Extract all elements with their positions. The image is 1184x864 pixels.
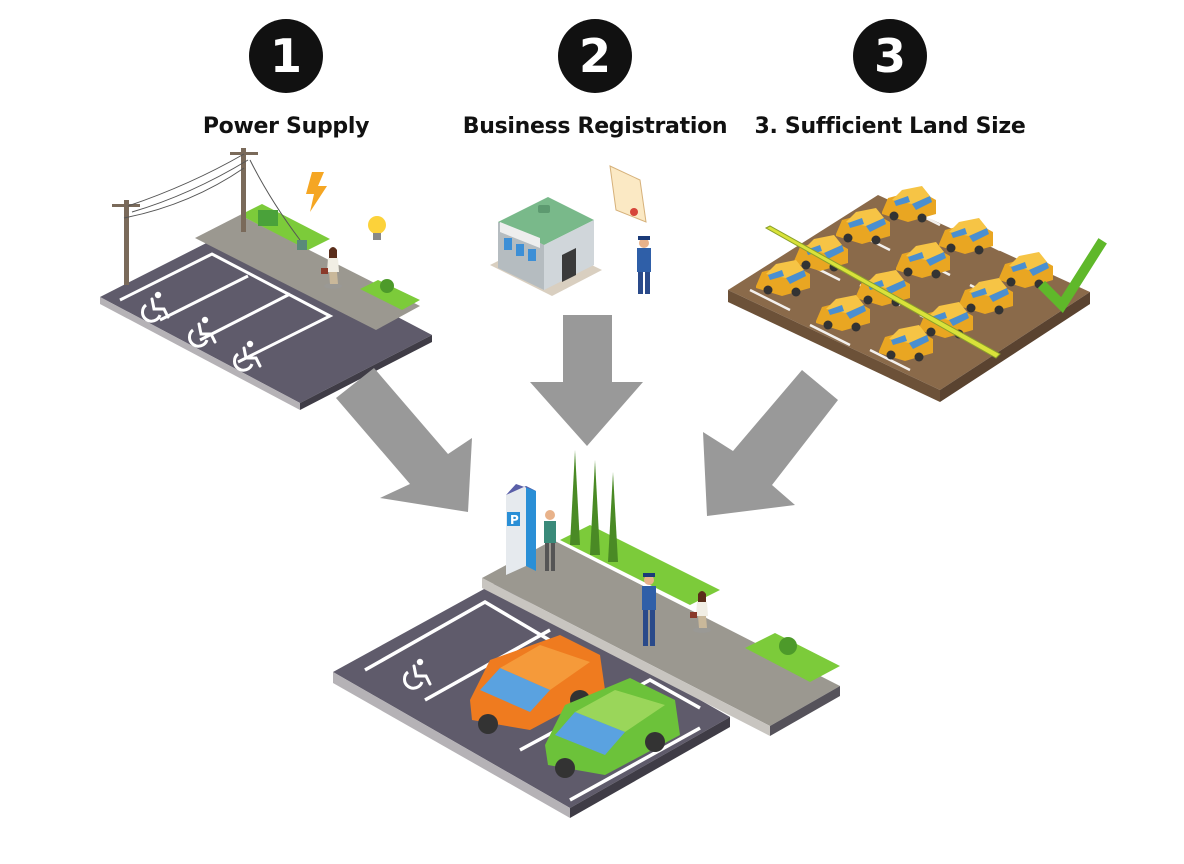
land-size-illustration [728,186,1107,402]
sidewalk [482,540,840,726]
step-number-badge: 2 [558,19,632,93]
parking-lot-illustration: P [333,450,840,818]
grass-strip [560,525,720,605]
light-bulb-icon [368,216,386,234]
parking-officer-icon [642,573,656,646]
step-power-supply: 1 Power Supply [186,19,386,139]
checkmark-icon [1037,238,1107,313]
bush-icon [380,279,394,293]
handicap-parking-asphalt [100,230,432,403]
flow-arrows [336,315,838,516]
step-number-badge: 1 [249,19,323,93]
officer-icon [639,238,649,248]
utility-pole-icon [241,148,246,232]
sidewalk [195,215,420,330]
step-title: Business Registration [462,114,728,139]
business-registration-illustration [490,165,651,296]
grass-strip [360,280,420,310]
step-business-registration: 2 Business Registration [455,19,735,139]
arrow-from-business-registration [530,315,643,446]
power-lines [123,153,249,219]
transformer-box-icon [258,210,278,226]
step-title: Power Supply [202,114,370,139]
man-at-meter-icon [544,510,556,571]
lightning-icon [306,172,327,212]
green-car-icon [545,678,680,778]
grass-strip [745,633,840,682]
taxi-icon [882,186,936,223]
tree-icon [608,472,618,562]
step-title: 3. Sufficient Land Size [754,114,1026,139]
license-certificate-icon [609,165,647,223]
arrow-from-power-supply [336,368,472,512]
utility-pole-icon [124,200,129,285]
office-door [562,248,576,282]
arrow-from-land-size [703,370,838,516]
bush-icon [779,637,797,655]
step-number-badge: 3 [853,19,927,93]
power-supply-illustration [100,148,432,410]
parking-meter-icon: P [506,484,536,575]
measuring-tape-icon [764,225,1001,359]
tree-icon [590,460,600,555]
tree-icon [570,450,580,545]
parking-sign: P [510,513,519,527]
step-sufficient-land-size: 3 3. Sufficient Land Size [735,19,1045,139]
